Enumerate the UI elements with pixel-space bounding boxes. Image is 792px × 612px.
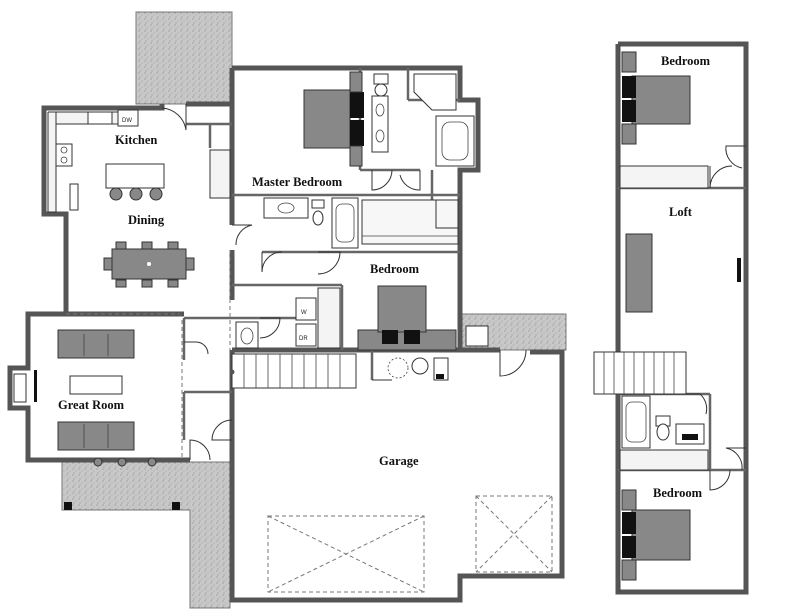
- master-bath: [371, 73, 475, 167]
- label-master-bedroom: Master Bedroom: [252, 175, 343, 189]
- label-dining: Dining: [128, 213, 165, 227]
- dryer: [295, 323, 317, 347]
- fireplace: [13, 373, 27, 403]
- dishwasher: [117, 109, 139, 127]
- label-upper-bedroom-top: Bedroom: [661, 54, 711, 68]
- room-labels: Kitchen Dining Master Bedroom Bedroom Gr…: [58, 54, 711, 500]
- bed-upper-top: [631, 75, 691, 125]
- rear-deck: [61, 461, 231, 609]
- stairs-upper: [593, 351, 687, 395]
- fridge: [69, 183, 79, 211]
- open-boundaries: [66, 250, 231, 460]
- kitchen-island: [105, 163, 165, 189]
- coffee-table: [69, 375, 123, 395]
- cooktop: [55, 143, 73, 167]
- entry-patio: [135, 11, 233, 105]
- hall-bath: [263, 197, 459, 249]
- stairs-main: [229, 353, 357, 389]
- laundry: W DR: [235, 287, 341, 349]
- label-kitchen: Kitchen: [115, 133, 157, 147]
- main-floor-walls: [7, 65, 565, 603]
- dryer-label: DR: [299, 336, 308, 342]
- pantry: [209, 149, 231, 199]
- dishwasher-label: DW: [122, 118, 132, 124]
- label-loft: Loft: [669, 205, 693, 219]
- sofa-bottom: [57, 421, 135, 451]
- master-bed: [303, 71, 364, 167]
- label-great-room: Great Room: [58, 398, 125, 412]
- loft-sofa: [625, 233, 653, 313]
- dining-table: [103, 241, 195, 288]
- doors-upper: [680, 145, 746, 491]
- bedroom-main-bed: [357, 285, 457, 351]
- label-upper-bedroom-bottom: Bedroom: [653, 486, 703, 500]
- upper-furniture: [619, 51, 741, 581]
- kitchen-sink: [87, 111, 113, 125]
- garage-fixtures: [267, 325, 553, 593]
- doors-main: [161, 104, 527, 461]
- label-garage: Garage: [379, 454, 419, 468]
- label-bedroom: Bedroom: [370, 262, 420, 276]
- washer-label: W: [301, 310, 307, 316]
- kitchen-fixtures: DW: [47, 109, 231, 213]
- sofa-top: [57, 329, 135, 359]
- washer: [295, 297, 317, 321]
- great-room-furniture: [13, 329, 180, 510]
- bed-upper-bottom: [631, 509, 691, 561]
- shower: [413, 73, 457, 111]
